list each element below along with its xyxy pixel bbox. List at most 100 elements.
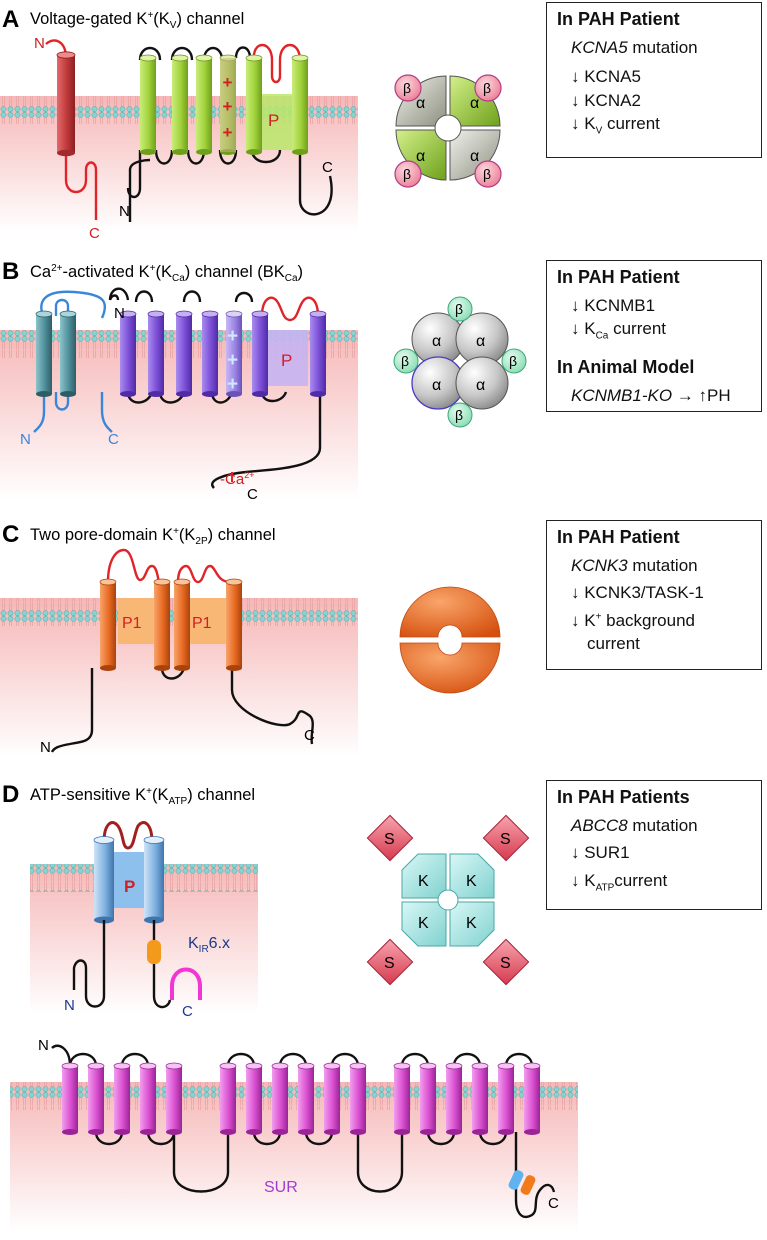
- panel-b-title: Ca2+-activated K+(KCa) channel (BKCa): [30, 263, 303, 284]
- box-d-heading: In PAH Patients: [557, 787, 690, 807]
- bk-s4-plus-3: +: [227, 374, 238, 395]
- sur-helix-9: [297, 1062, 315, 1135]
- kv-red-pore-loop: [252, 43, 302, 84]
- sur-helix-12: [393, 1062, 411, 1135]
- panel-c-letter: C: [2, 521, 19, 548]
- box-a-line2: ↓ KCNA5: [571, 67, 641, 87]
- panel-c: C Two pore-domain K+(K2P) channel P1 P1 …: [0, 521, 501, 758]
- bk-beta-helices: [35, 310, 77, 397]
- panel-b: B Ca2+-activated K+(KCa) channel (BKCa) …: [0, 258, 527, 503]
- kv-s4-plus-1: +: [223, 73, 233, 92]
- kv-beta-subunit-1: β: [394, 74, 422, 102]
- box-a-gene-line: KCNA5 mutation: [571, 37, 698, 57]
- svg-text:S: S: [384, 955, 395, 972]
- box-a-findings: In PAH Patient KCNA5 mutation ↓ KCNA5 ↓ …: [546, 2, 762, 158]
- bk-pore-label: P: [281, 351, 292, 370]
- svg-text:β: β: [403, 80, 411, 96]
- box-d-gene-line: ABCC8 mutation: [571, 815, 698, 835]
- svg-text:K: K: [466, 873, 477, 890]
- kv-s4-plus-3: +: [223, 123, 233, 142]
- box-d-findings: In PAH Patients ABCC8 mutation ↓ SUR1 ↓ …: [546, 780, 762, 910]
- kir-pore-label: P: [124, 877, 135, 896]
- sur-subunit-4: S: [482, 938, 530, 986]
- k2p-helices: [99, 578, 243, 671]
- bk-red-pore-loop: [260, 296, 320, 322]
- sur-loop: [400, 1052, 430, 1067]
- sur-helix-16: [497, 1062, 515, 1135]
- kv-s4-plus-2: +: [223, 97, 233, 116]
- panel-d-title: ATP-sensitive K+(KATP) channel: [30, 786, 255, 807]
- sur-loop: [120, 1052, 150, 1067]
- svg-text:α: α: [432, 377, 441, 394]
- k2p-pore-2-label: P1: [192, 615, 212, 632]
- bk-alpha-helices: [119, 310, 327, 397]
- kir-subunit-2: [449, 853, 495, 899]
- sur-helix-17: [523, 1062, 541, 1135]
- kv-red-n-label: N: [34, 35, 45, 52]
- svg-text:α: α: [416, 95, 425, 112]
- panel-b-letter: B: [2, 258, 19, 285]
- bk-beta-mid-loop: [54, 298, 70, 316]
- panel-d: D ATP-sensitive K+(KATP) channel P KIR6.…: [2, 781, 578, 1232]
- box-c-line3: ↓ K+ background: [571, 610, 695, 630]
- sur-loop: [478, 1131, 508, 1146]
- kv-red-c-label: C: [89, 225, 100, 242]
- sur-loop: [452, 1052, 482, 1067]
- panel-a-letter: A: [2, 6, 19, 33]
- sur-helices: [61, 1062, 541, 1135]
- svg-text:β: β: [455, 301, 463, 317]
- sur-helix-11: [349, 1062, 367, 1135]
- kir-c-label: C: [182, 1003, 193, 1020]
- sur-loop: [68, 1052, 98, 1067]
- box-c-gene-line: KCNK3 mutation: [571, 555, 698, 575]
- svg-text:K: K: [466, 915, 477, 932]
- kir-magenta-c-tail: [170, 967, 202, 1000]
- panel-a: A Voltage-gated K+(KV) channel N C: [0, 6, 502, 242]
- sur-loop: [278, 1052, 308, 1067]
- sur-n-label: N: [38, 1037, 49, 1054]
- svg-text:K: K: [418, 873, 429, 890]
- k2p-n-label: N: [40, 739, 51, 756]
- svg-text:β: β: [483, 166, 491, 182]
- sur-orange-domain: [520, 1175, 536, 1195]
- kv-beta-subunit-3: β: [394, 160, 422, 188]
- bk-s4-plus-1: +: [227, 326, 238, 347]
- sur-loop: [426, 1131, 456, 1146]
- bk-beta-n-label: N: [20, 431, 31, 448]
- bk-n-terminus: [108, 294, 120, 301]
- kir-subunit-label: KIR6.x: [188, 935, 230, 955]
- svg-text:S: S: [500, 831, 511, 848]
- sur-helix-7: [245, 1062, 263, 1135]
- k2p-c-label: C: [304, 727, 315, 744]
- box-b-heading2: In Animal Model: [557, 357, 695, 378]
- sur-label: SUR: [264, 1179, 298, 1196]
- svg-text:α: α: [470, 95, 479, 112]
- sur-helix-1: [61, 1062, 79, 1135]
- sur-c-tail: [514, 1132, 556, 1219]
- box-b-line2: ↓ KCa current: [571, 319, 666, 342]
- kir-subunit-4: [449, 901, 495, 947]
- kv-beta-subunit-4: β: [474, 160, 502, 188]
- box-b-line1: ↓ KCNMB1: [571, 295, 656, 315]
- kir-subunit-3: [401, 901, 447, 947]
- k2p-dimer-ring: [399, 586, 501, 694]
- box-d-line2: ↓ SUR1: [571, 843, 630, 863]
- bk-alpha-subunit-4: α: [455, 356, 509, 410]
- svg-text:α: α: [432, 333, 441, 350]
- k2p-pore-2: [188, 598, 228, 644]
- svg-text:β: β: [401, 353, 409, 369]
- kir-red-loop: [102, 821, 154, 850]
- bk-c-label: C: [247, 486, 258, 503]
- kv-n-label: N: [119, 203, 130, 220]
- sur-helix-13: [419, 1062, 437, 1135]
- bk-beta-subunit-top: β: [447, 296, 473, 322]
- kir-subunit-1: [401, 853, 447, 899]
- bk-pore-region: [268, 330, 308, 386]
- kv-pore-label: P: [268, 111, 279, 130]
- k2p-black-loops: [50, 667, 314, 753]
- panel-d-letter: D: [2, 781, 19, 808]
- svg-text:β: β: [509, 353, 517, 369]
- bk-ca-label: -Ca2+: [220, 470, 254, 488]
- kv-beta-subunit-2: β: [474, 74, 502, 102]
